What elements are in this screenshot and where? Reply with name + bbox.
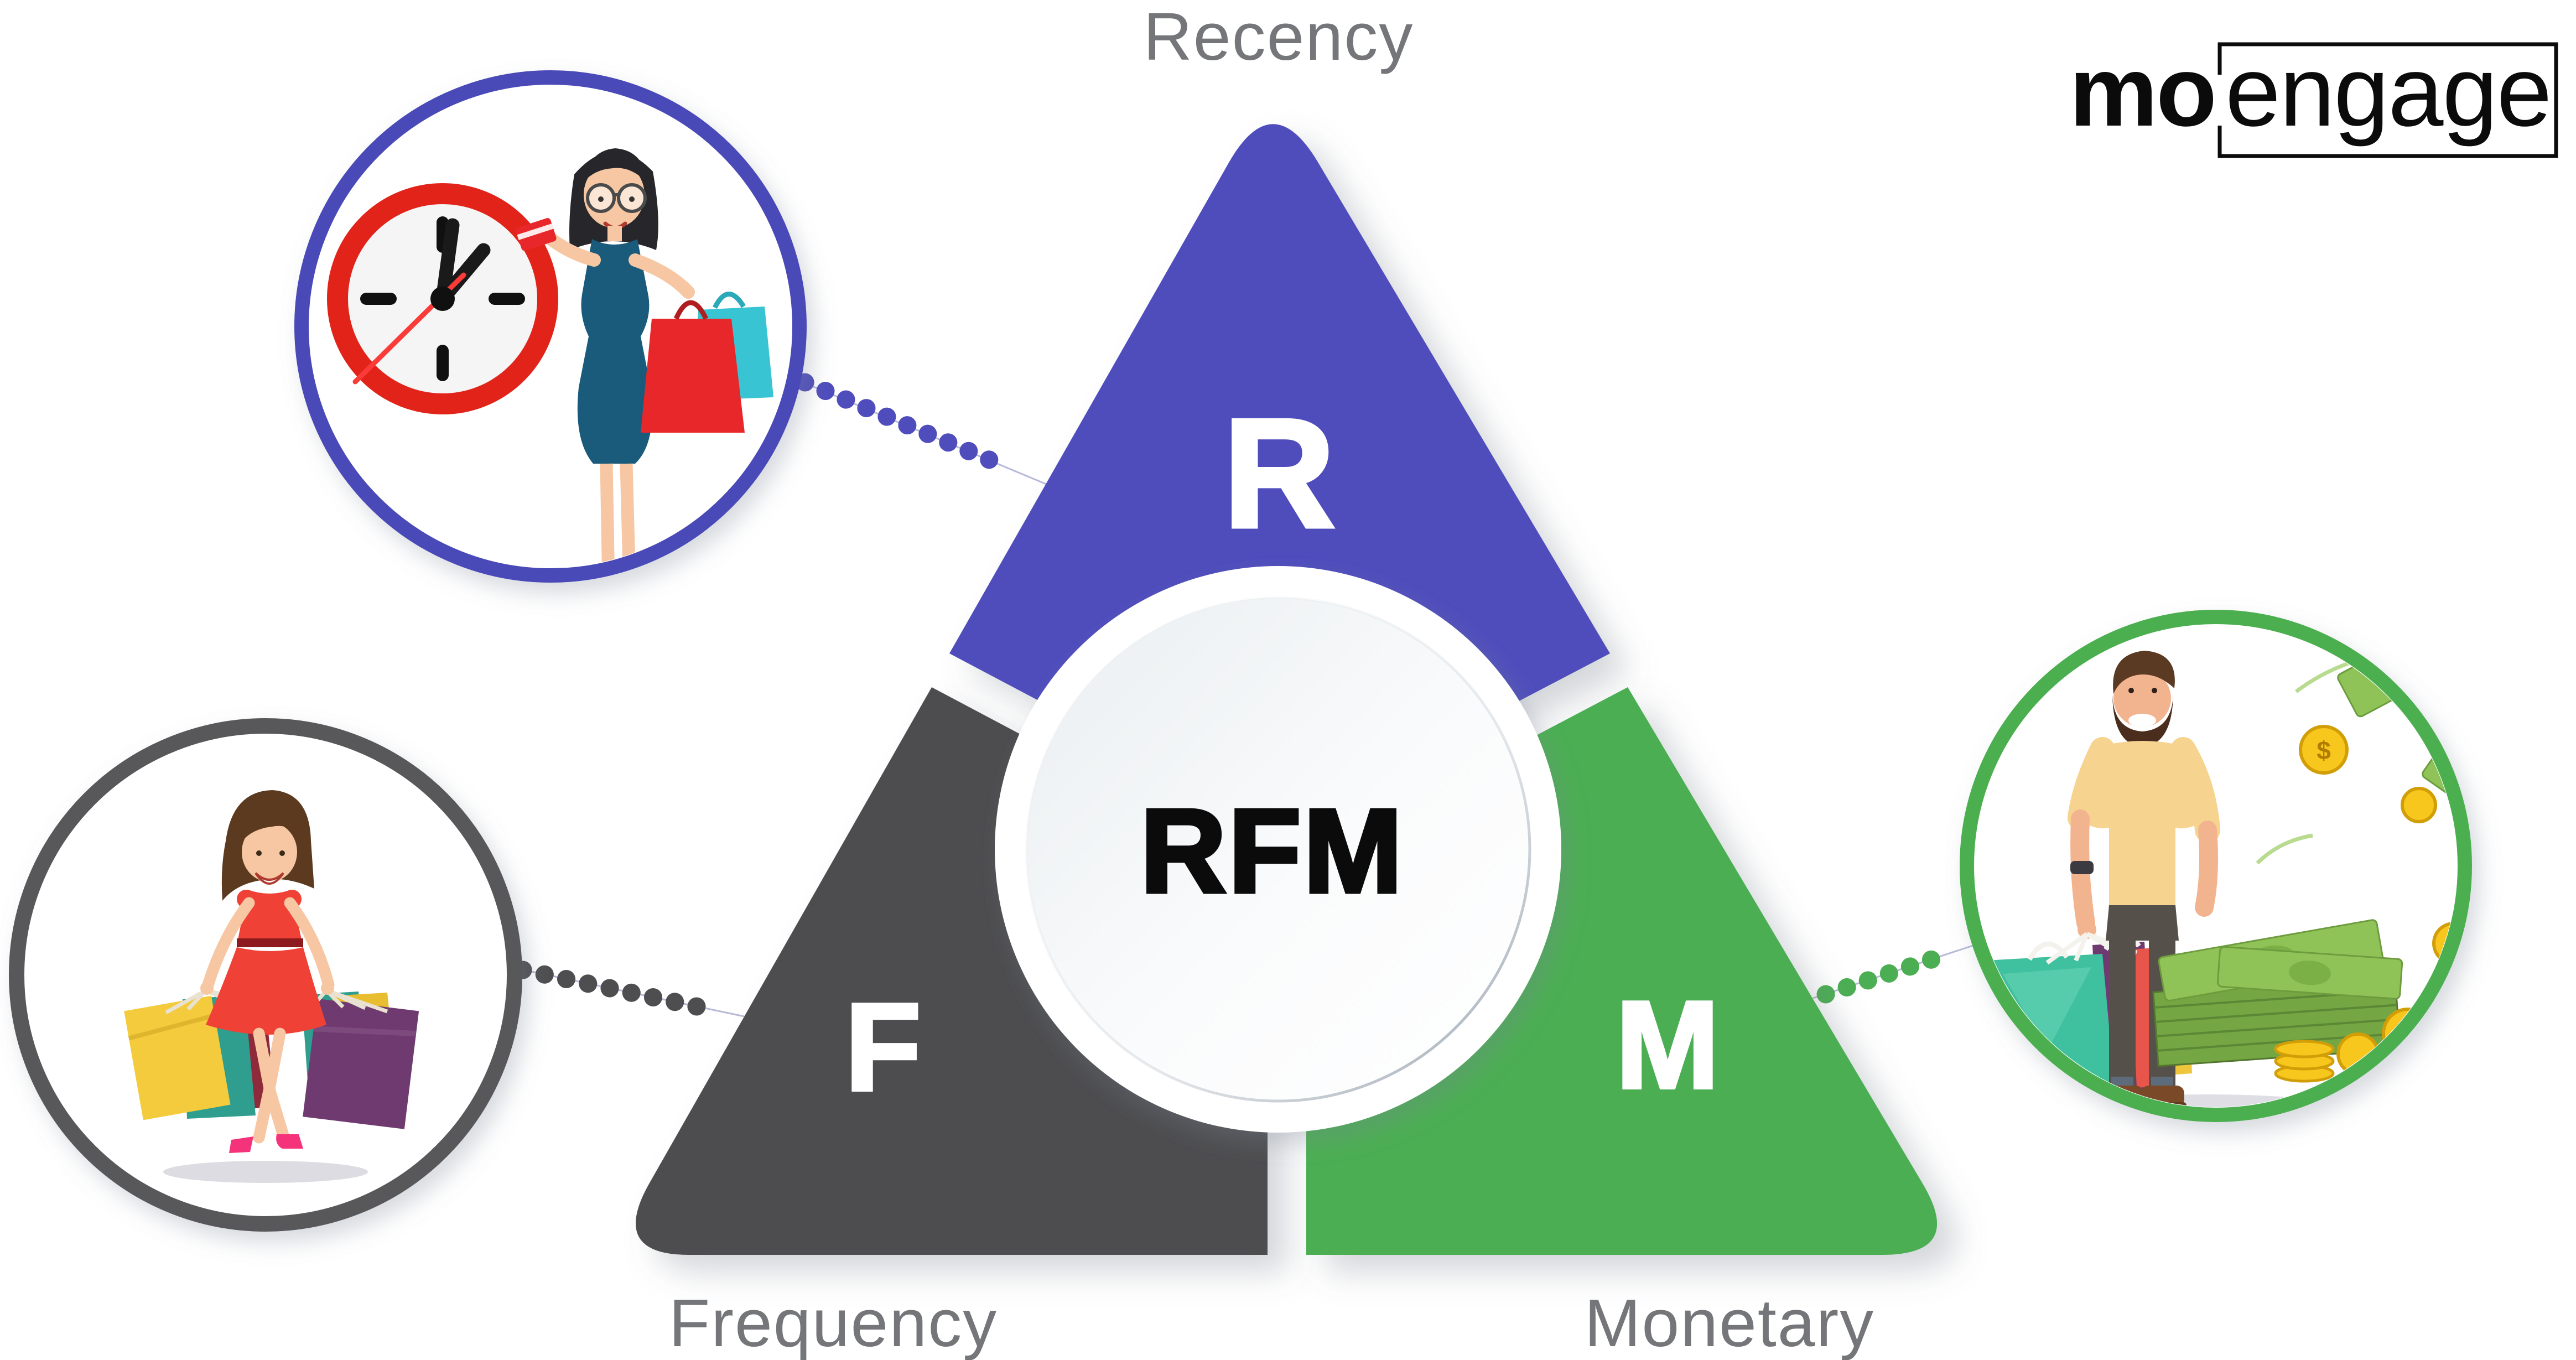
coin-dollar-glyph: $ <box>2317 736 2331 765</box>
woman-shopping-bags-illustration <box>124 790 419 1183</box>
moengage-logo: mo engage <box>2069 36 2558 158</box>
center-circle: RFM <box>995 566 1561 1133</box>
woman-red-dress <box>200 790 335 1153</box>
badge-frequency <box>9 718 522 1232</box>
man-figure <box>2045 651 2220 1107</box>
cash-stack-icon <box>2152 919 2403 1067</box>
connector-frequency <box>513 961 745 1020</box>
center-title: RFM <box>1140 784 1405 917</box>
label-frequency: Frequency <box>669 1285 998 1360</box>
clock-icon <box>327 183 558 414</box>
credit-card-icon <box>516 218 557 251</box>
logo-text-bold: mo <box>2069 36 2215 147</box>
badge-recency <box>294 70 807 583</box>
label-monetary: Monetary <box>1585 1285 1875 1360</box>
letter-monetary: M <box>1616 975 1719 1114</box>
logo-frame <box>2217 42 2558 158</box>
letter-frequency: F <box>845 977 921 1117</box>
connector-recency <box>794 373 1047 485</box>
letter-recency: R <box>1223 387 1335 560</box>
badge-monetary: $ $ $ <box>1960 610 2472 1122</box>
label-recency: Recency <box>1144 0 1414 74</box>
shopping-bags-right <box>302 988 419 1129</box>
connector-monetary <box>1812 943 1978 1004</box>
logo-text-light: engage <box>2225 36 2551 147</box>
